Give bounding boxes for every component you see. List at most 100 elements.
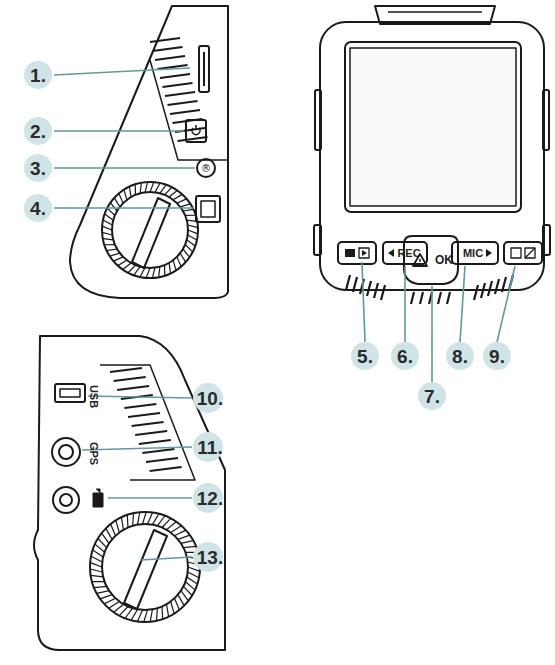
vent-stroke bbox=[140, 268, 145, 277]
vent-stroke bbox=[102, 232, 112, 235]
vent-stroke bbox=[142, 449, 174, 453]
vent-stroke bbox=[93, 550, 103, 557]
vent-stroke bbox=[183, 546, 196, 547]
vent-stroke bbox=[161, 606, 163, 619]
vent-stroke bbox=[125, 608, 133, 618]
vent-stroke bbox=[132, 513, 134, 526]
vent-stroke bbox=[98, 538, 107, 547]
vent-stroke bbox=[114, 604, 124, 612]
power-button bbox=[186, 120, 206, 142]
vent-stroke bbox=[148, 513, 153, 525]
vent-stroke bbox=[185, 582, 195, 590]
vent-stroke bbox=[481, 283, 485, 298]
vent-stroke bbox=[185, 245, 193, 252]
vent-stroke bbox=[495, 279, 499, 294]
vent-stroke bbox=[367, 281, 371, 296]
vent-stroke bbox=[104, 598, 115, 604]
vent-stroke bbox=[160, 74, 190, 78]
vent-stroke bbox=[113, 257, 123, 261]
vent-stroke bbox=[107, 249, 117, 251]
callout-number: 6. bbox=[397, 347, 413, 366]
vent-stroke bbox=[164, 265, 165, 276]
vent-stroke bbox=[137, 610, 142, 622]
vent-stroke bbox=[95, 544, 105, 552]
vent-stroke bbox=[100, 595, 112, 599]
vent-stroke bbox=[152, 268, 155, 278]
vent-stroke bbox=[346, 275, 350, 290]
vent-stroke bbox=[104, 244, 115, 245]
vent-stroke bbox=[474, 285, 478, 300]
vent-stroke bbox=[165, 187, 172, 195]
vent-stroke bbox=[144, 610, 148, 622]
vent-stroke bbox=[150, 609, 152, 621]
side-housing bbox=[70, 6, 228, 298]
vent-stroke bbox=[140, 183, 141, 194]
callout-number: 7. bbox=[424, 387, 440, 406]
vent-stroke bbox=[94, 586, 107, 587]
vent-stroke bbox=[107, 208, 115, 215]
vent-stroke bbox=[114, 377, 146, 381]
vent-stroke bbox=[177, 199, 187, 203]
vent-stroke bbox=[187, 240, 196, 246]
vent-stroke bbox=[134, 267, 140, 276]
mode-button bbox=[338, 242, 376, 264]
vent-stroke bbox=[185, 215, 196, 216]
vent-stroke bbox=[109, 601, 120, 608]
vent-stroke bbox=[178, 595, 184, 606]
vent-stroke bbox=[411, 292, 414, 304]
vent-stroke bbox=[183, 249, 190, 257]
vent-stroke bbox=[153, 47, 183, 51]
vent-stroke bbox=[128, 413, 160, 417]
vent-stroke bbox=[502, 277, 506, 292]
vent-stroke bbox=[129, 187, 131, 197]
usb-port bbox=[55, 384, 85, 402]
vent-stroke bbox=[123, 263, 131, 270]
device-marking: REC bbox=[397, 248, 420, 259]
power-port bbox=[53, 487, 79, 513]
device-marking: USB bbox=[88, 384, 99, 407]
vent-stroke bbox=[116, 520, 120, 532]
vent-stroke bbox=[187, 220, 198, 221]
callout-number: 13. bbox=[197, 548, 223, 567]
vent-stroke bbox=[131, 609, 137, 620]
vent-stroke bbox=[180, 204, 190, 207]
vent-stroke bbox=[187, 577, 197, 584]
gps-port bbox=[52, 438, 80, 466]
vent-stroke bbox=[135, 431, 167, 435]
vent-stroke bbox=[175, 598, 180, 610]
menu-button bbox=[196, 196, 220, 222]
vent-stroke bbox=[117, 386, 149, 390]
vent-stroke bbox=[170, 110, 200, 114]
vent-stroke bbox=[381, 285, 385, 300]
side-housing-2 bbox=[34, 336, 225, 650]
vent-stroke bbox=[110, 203, 117, 211]
vent-stroke bbox=[91, 556, 102, 562]
vent-stroke bbox=[90, 563, 102, 567]
vent-stroke bbox=[162, 518, 171, 527]
vent-stroke bbox=[188, 230, 198, 234]
vent-stroke bbox=[167, 604, 169, 616]
vent-stroke bbox=[183, 209, 193, 211]
vent-stroke bbox=[132, 422, 164, 426]
vent-stroke bbox=[90, 569, 102, 572]
callout-number: 4. bbox=[30, 199, 46, 218]
callout-number: 10. bbox=[197, 389, 223, 408]
vent-stroke bbox=[173, 194, 182, 199]
vent-stroke bbox=[168, 101, 198, 105]
device-marking: MIC bbox=[463, 248, 483, 259]
vent-stroke bbox=[114, 198, 119, 207]
vent-stroke bbox=[102, 533, 109, 543]
vent-stroke bbox=[188, 225, 198, 228]
vent-stroke bbox=[110, 368, 142, 372]
vent-stroke bbox=[438, 292, 441, 304]
callout-number: 9. bbox=[489, 347, 505, 366]
vent-stroke bbox=[145, 182, 148, 192]
vent-stroke bbox=[139, 440, 171, 444]
vent-stroke bbox=[178, 535, 190, 539]
callout-number: 5. bbox=[357, 347, 373, 366]
vent-stroke bbox=[102, 226, 112, 230]
vent-stroke bbox=[124, 404, 156, 408]
vent-stroke bbox=[110, 253, 120, 256]
